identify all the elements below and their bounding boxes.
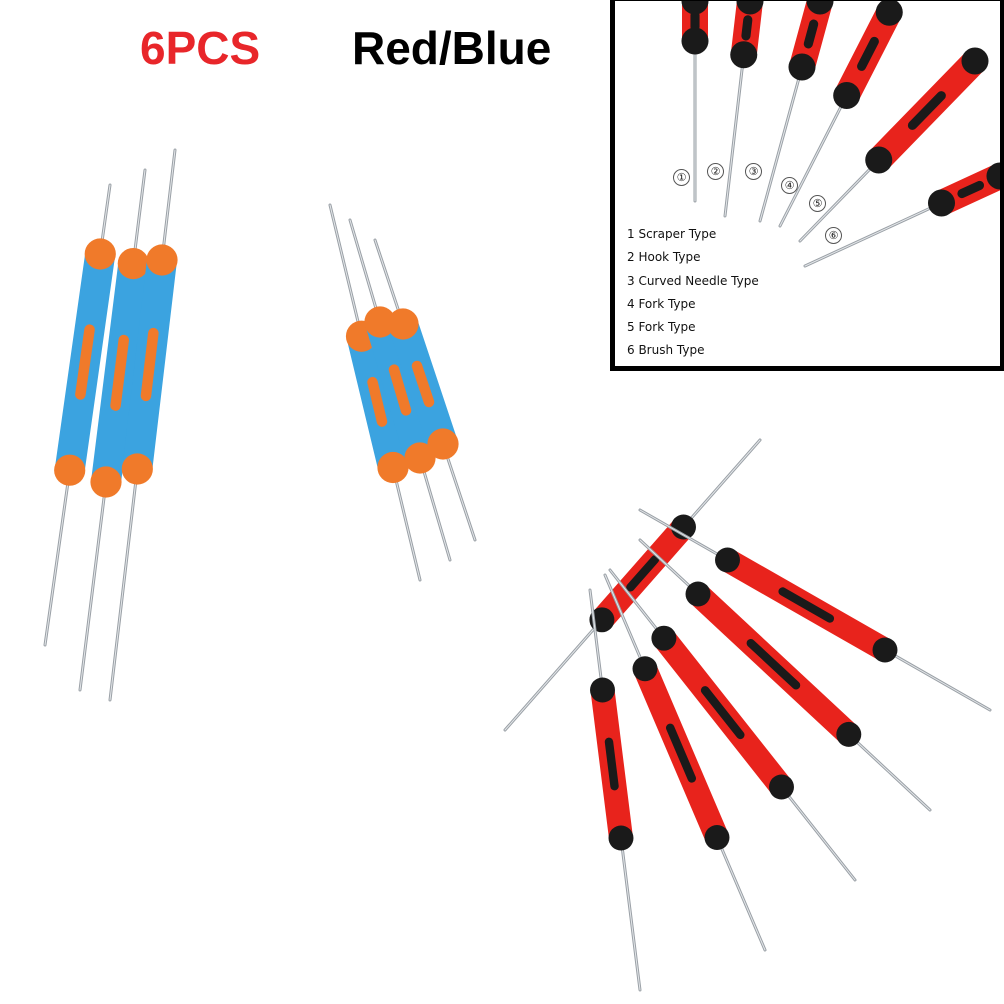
tool (503, 438, 762, 732)
tool (108, 148, 178, 702)
tool (588, 588, 642, 992)
tool (681, 1, 709, 203)
tool (638, 508, 992, 712)
legend-item: 3 Curved Needle Type (627, 273, 759, 288)
tool-type-inset: ① ② ③ ④ ⑤ ⑥ 1 Scraper Type 2 Hook Type 3… (610, 0, 1004, 371)
marker-1: ① (673, 169, 690, 186)
marker-3: ③ (745, 163, 762, 180)
tool (43, 183, 116, 647)
inset-tool-photo (681, 1, 1000, 268)
tool (348, 218, 452, 562)
tool (78, 168, 149, 692)
red-tool-set (503, 438, 992, 992)
marker-6: ⑥ (825, 227, 842, 244)
legend-item: 6 Brush Type (627, 343, 705, 358)
tool (778, 1, 903, 228)
color-options-headline: Red/Blue (352, 22, 552, 74)
tool (723, 1, 764, 218)
marker-2: ② (707, 163, 724, 180)
tool (603, 573, 767, 952)
tool (328, 203, 422, 582)
marker-5: ⑤ (809, 195, 826, 212)
blue-tool-set (43, 148, 477, 702)
tool-type-legend: 1 Scraper Type 2 Hook Type 3 Curved Need… (627, 223, 759, 363)
tool (758, 1, 834, 223)
tool (798, 47, 989, 243)
legend-item: 4 Fork Type (627, 296, 696, 311)
legend-item: 5 Fork Type (627, 320, 696, 335)
tool (638, 538, 932, 812)
legend-item: 2 Hook Type (627, 250, 701, 265)
tool (803, 162, 1000, 268)
legend-item: 1 Scraper Type (627, 227, 717, 241)
quantity-headline: 6PCS (140, 22, 261, 74)
tool (373, 238, 477, 542)
marker-4: ④ (781, 177, 798, 194)
tool (608, 568, 857, 882)
